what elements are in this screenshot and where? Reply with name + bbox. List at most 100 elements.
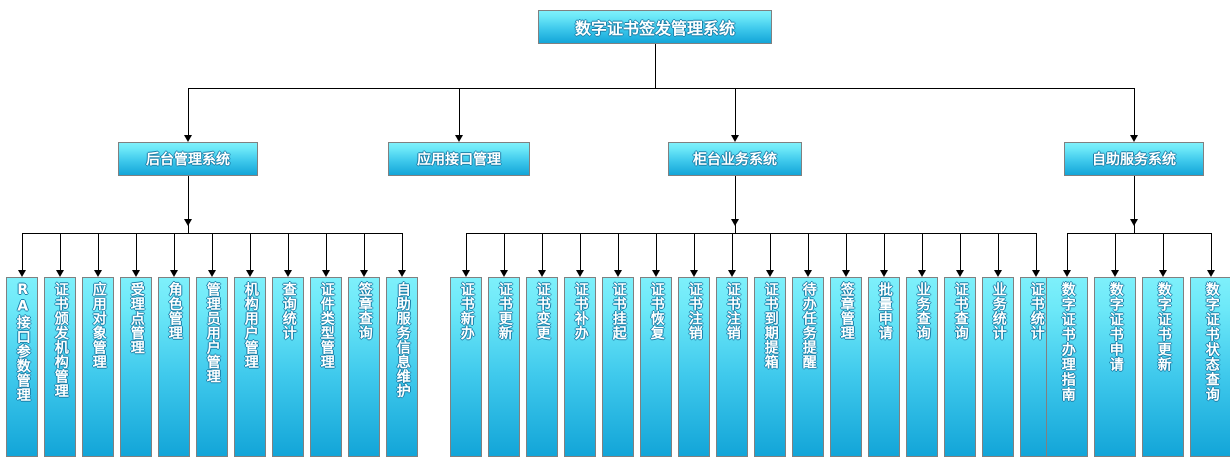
leaf-node-label: 数字证书申请 xyxy=(1107,282,1124,372)
leaf-drop-line xyxy=(1211,233,1212,270)
leaf-node-3-5[interactable]: 证书挂起 xyxy=(602,277,634,457)
leaf-node-1-10[interactable]: 签章查询 xyxy=(348,277,380,457)
leaf-node-4-2[interactable]: 数字证书申请 xyxy=(1094,277,1136,457)
branch-node-label: 应用接口管理 xyxy=(417,152,501,168)
level2-arrowhead xyxy=(184,135,192,142)
leaf-arrowhead xyxy=(284,270,292,277)
leaf-drop-line xyxy=(770,233,771,270)
leaf-drop-line xyxy=(618,233,619,270)
leaf-arrowhead xyxy=(576,270,584,277)
level2-drop-line xyxy=(459,88,460,135)
leaf-arrowhead xyxy=(614,270,622,277)
leaf-arrowhead xyxy=(132,270,140,277)
leaf-drop-line xyxy=(580,233,581,270)
branch-node-label: 自助服务系统 xyxy=(1092,152,1176,168)
leaf-node-1-8[interactable]: 查询统计 xyxy=(272,277,304,457)
leaf-node-3-2[interactable]: 证书更新 xyxy=(488,277,520,457)
leaf-arrowhead xyxy=(462,270,470,277)
branch-drop-line xyxy=(188,176,189,233)
leaf-drop-line xyxy=(1067,233,1068,270)
branch-drop-arrowhead xyxy=(184,219,192,226)
leaf-arrowhead xyxy=(360,270,368,277)
root-node[interactable]: 数字证书签发管理系统 xyxy=(538,10,772,44)
leaf-arrowhead xyxy=(652,270,660,277)
leaf-node-label: 证书注销 xyxy=(686,282,703,340)
leaf-node-1-11[interactable]: 自助服务信息维护 xyxy=(386,277,418,457)
leaf-node-label: 数字证书状态查询 xyxy=(1203,282,1220,402)
leaf-arrowhead xyxy=(208,270,216,277)
leaf-node-label: 证书查询 xyxy=(952,282,969,340)
leaf-node-3-14[interactable]: 证书查询 xyxy=(944,277,976,457)
root-drop-line xyxy=(655,44,656,88)
leaf-drop-line xyxy=(174,233,175,270)
branch-node-label: 后台管理系统 xyxy=(146,152,230,168)
leaf-drop-line xyxy=(1163,233,1164,270)
leaf-drop-line xyxy=(22,233,23,270)
leaf-node-3-3[interactable]: 证书变更 xyxy=(526,277,558,457)
leaf-node-label: 查询统计 xyxy=(280,282,297,340)
leaf-arrowhead xyxy=(1207,270,1215,277)
leaf-node-3-13[interactable]: 业务查询 xyxy=(906,277,938,457)
level2-drop-line xyxy=(735,88,736,135)
leaf-node-1-3[interactable]: 应用对象管理 xyxy=(82,277,114,457)
leaf-drop-line xyxy=(732,233,733,270)
leaf-drop-line xyxy=(326,233,327,270)
root-node-label: 数字证书签发管理系统 xyxy=(574,19,735,38)
leaf-node-3-9[interactable]: 证书到期提箱 xyxy=(754,277,786,457)
leaf-node-1-2[interactable]: 证书颁发机构管理 xyxy=(44,277,76,457)
leaf-node-label: 角色管理 xyxy=(166,282,183,340)
leaf-node-1-9[interactable]: 证件类型管理 xyxy=(310,277,342,457)
level2-drop-line xyxy=(188,88,189,135)
branch-drop-arrowhead xyxy=(731,219,739,226)
leaf-drop-line xyxy=(212,233,213,270)
leaf-node-1-5[interactable]: 角色管理 xyxy=(158,277,190,457)
branch-node-3[interactable]: 柜台业务系统 xyxy=(668,142,802,176)
branch-node-1[interactable]: 后台管理系统 xyxy=(118,142,258,176)
leaf-arrowhead xyxy=(880,270,888,277)
leaf-arrowhead xyxy=(1063,270,1071,277)
leaf-node-4-4[interactable]: 数字证书状态查询 xyxy=(1190,277,1230,457)
leaf-node-1-4[interactable]: 受理点管理 xyxy=(120,277,152,457)
leaf-arrowhead xyxy=(18,270,26,277)
leaf-node-label: 证书统计 xyxy=(1028,282,1045,340)
leaf-node-3-15[interactable]: 业务统计 xyxy=(982,277,1014,457)
leaf-drop-line xyxy=(1115,233,1116,270)
leaf-node-1-7[interactable]: 机构用户管理 xyxy=(234,277,266,457)
leaf-node-label: 证书恢复 xyxy=(648,282,665,340)
level2-arrowhead xyxy=(1130,135,1138,142)
leaf-node-1-6[interactable]: 管理员用户管理 xyxy=(196,277,228,457)
leaf-node-3-11[interactable]: 签章管理 xyxy=(830,277,862,457)
branch-node-2[interactable]: 应用接口管理 xyxy=(388,142,530,176)
leaf-drop-line xyxy=(60,233,61,270)
leaf-arrowhead xyxy=(538,270,546,277)
leaf-arrowhead xyxy=(842,270,850,277)
leaf-node-label: 证书新办 xyxy=(458,282,475,340)
leaf-node-3-4[interactable]: 证书补办 xyxy=(564,277,596,457)
leaf-node-3-8[interactable]: 证书注销 xyxy=(716,277,748,457)
leaf-node-3-1[interactable]: 证书新办 xyxy=(450,277,482,457)
leaf-drop-line xyxy=(504,233,505,270)
branch-drop-line xyxy=(735,176,736,233)
leaf-node-3-7[interactable]: 证书注销 xyxy=(678,277,710,457)
leaf-node-label: 管理员用户管理 xyxy=(204,282,221,384)
leaf-node-3-6[interactable]: 证书恢复 xyxy=(640,277,672,457)
leaf-node-3-10[interactable]: 待办任务提醒 xyxy=(792,277,824,457)
leaf-node-label: 证书更新 xyxy=(496,282,513,340)
leaf-node-label: 批量申请 xyxy=(876,282,893,340)
leaf-arrowhead xyxy=(956,270,964,277)
leaf-node-1-1[interactable]: RA接口参数管理 xyxy=(6,277,38,457)
leaf-node-label: 待办任务提醒 xyxy=(800,282,817,369)
leaf-node-label: 数字证书更新 xyxy=(1155,282,1172,372)
leaf-node-4-3[interactable]: 数字证书更新 xyxy=(1142,277,1184,457)
leaf-node-3-12[interactable]: 批量申请 xyxy=(868,277,900,457)
leaf-arrowhead xyxy=(94,270,102,277)
branch-drop-arrowhead xyxy=(1130,219,1138,226)
leaf-node-label: RA接口参数管理 xyxy=(14,282,31,402)
leaf-arrowhead xyxy=(398,270,406,277)
branch-node-4[interactable]: 自助服务系统 xyxy=(1064,142,1204,176)
branch-node-label: 柜台业务系统 xyxy=(693,152,777,168)
leaf-drop-line xyxy=(808,233,809,270)
leaf-node-4-1[interactable]: 数字证书办理指南 xyxy=(1046,277,1088,457)
leaf-drop-line xyxy=(960,233,961,270)
